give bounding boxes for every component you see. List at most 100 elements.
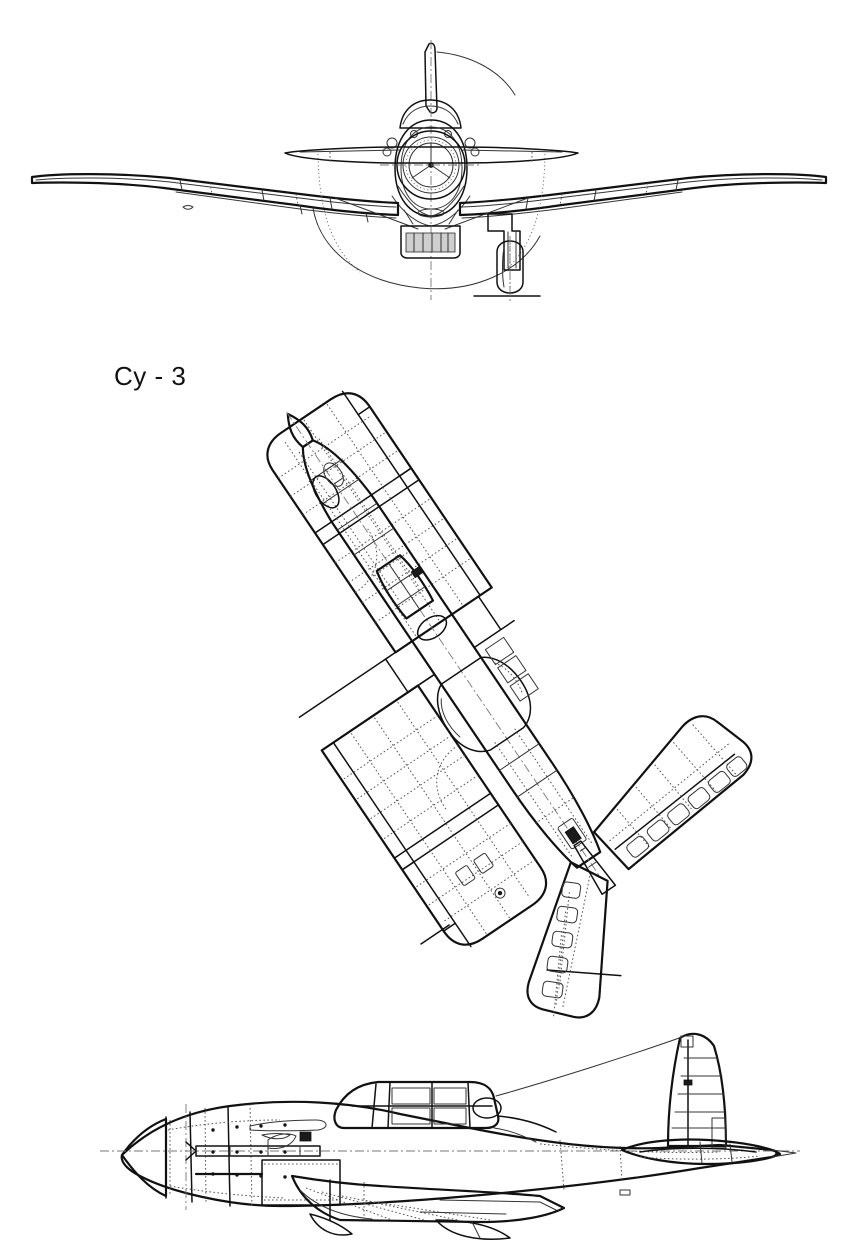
canopy-glass-1 [391,1087,431,1105]
elevator-hinge-side [639,1147,757,1153]
belly-scoop-line [471,1221,481,1239]
spinner-line [402,105,459,125]
wing-lower-rear-spar [401,804,500,871]
rudder-hinge-fitting [683,1079,693,1086]
turtledeck-line [493,1127,537,1143]
wing-lower [320,684,548,946]
engine-bay-panel [261,1159,341,1206]
wing-left-rib [209,182,213,195]
radiator-exit-line [419,1211,507,1215]
elevator-left-ribs [541,881,582,999]
wing-right-panel [525,179,679,210]
landing-gear-leg [487,213,521,271]
cowling-inner [400,126,463,210]
wing-right-chordline [461,177,823,208]
engine-accessory [267,1133,297,1149]
antenna-wire [495,1036,683,1097]
cowling-panel-sweep [397,185,465,217]
exhaust-stub-left-2 [382,147,392,157]
cooling-flap-right-2 [497,655,527,684]
nose-rivet-dots [211,1123,287,1179]
cannon-barrel [195,1145,321,1157]
tailwheel-fairing [619,1189,631,1196]
wing-upper-spar [322,478,420,546]
gun-port-1 [455,865,476,886]
wing-left-panel [179,179,333,210]
plan-view-rotated-group [266,390,753,1019]
wing-lower-spar [393,792,492,859]
gun-port-2 [473,852,494,874]
rudder-trim-tab [711,1117,727,1149]
aerial-mast-base [410,566,424,579]
wing-lower-aileron-end [401,861,457,932]
plan-view-top [0,300,850,1019]
radiator-core [405,232,456,253]
exhaust-stub-right [464,137,476,149]
radiator-vanes [413,232,449,253]
wing-lower-ribs [341,699,536,934]
cockpit-canopy [333,1080,500,1130]
canopy-glass-2 [433,1087,467,1105]
vertical-fin [666,1032,728,1148]
belly-scoop-forward [309,1213,353,1236]
rudder-ribs [671,1057,727,1129]
headrest [416,614,448,641]
propeller-arc [436,51,516,96]
canopy-glass-3 [391,1107,431,1125]
wing-upper-surface-line [439,1199,557,1211]
wing-lower-aileron-hinge [332,741,472,948]
radiator-fairing [436,656,532,753]
fin-rib-planview [579,847,598,868]
radiator-fairing-line [440,698,461,738]
drawing-caption: Cy - 3 [114,361,187,391]
hatch-frame [324,464,343,485]
canopy-rear-window [472,1097,502,1119]
gear-oleo-line [507,231,517,269]
stabilizer-ribs-side [699,1141,733,1164]
wing-left-rib-2 [295,193,299,206]
wing-left-chordline [35,177,397,208]
fuselage [301,439,602,869]
stabilizer-right [592,715,753,871]
canopy [375,554,435,620]
exhaust-stub-left [386,137,398,149]
tailwheel-slot [564,826,582,845]
front-elevation-view [0,0,850,310]
cooling-flap-right-3 [509,673,539,702]
stabilizer-line [299,149,563,153]
engine-access-hatch-2 [323,462,344,487]
radiator-intake [400,225,461,259]
wing-upper-aileron-hinge [341,390,481,597]
vertical-fin-planview [573,840,617,895]
horizontal-stabilizer-side [620,1138,782,1166]
radiator-duct-rays [305,1187,491,1221]
wing-right [458,173,828,217]
cannon-muzzle [185,1141,197,1161]
wing-right-rib-2 [559,193,563,206]
cowling-seam [403,209,459,225]
pitot-tube [420,924,450,945]
tailwheel-door [557,818,587,850]
wheel-hub-line [502,247,505,288]
propeller-ground-arc [312,207,541,290]
wing-left-panel-2 [299,204,369,223]
propeller-blade [424,42,438,114]
exhaust-stub-right-2 [470,147,480,157]
cowling-vent [417,208,445,218]
cooling-flap-right [484,636,515,666]
wing-upper-aileron-end [357,406,412,477]
rear-fuselage-panels [494,728,594,859]
canopy-frames [371,1081,471,1129]
engine-detail-block [299,1131,312,1142]
wing-left-light [182,205,194,210]
radiator-fairing-dot [494,662,524,695]
canopy-glass-4 [433,1107,467,1125]
engine-cowling [394,119,468,217]
stabilizer-dot-line [639,1155,761,1160]
main-wheel [496,240,524,294]
rear-fuselage-side-panels [539,1139,721,1191]
spinner [399,99,462,129]
horizontal-stabilizer [284,146,579,164]
gear-bay-line [334,197,529,230]
